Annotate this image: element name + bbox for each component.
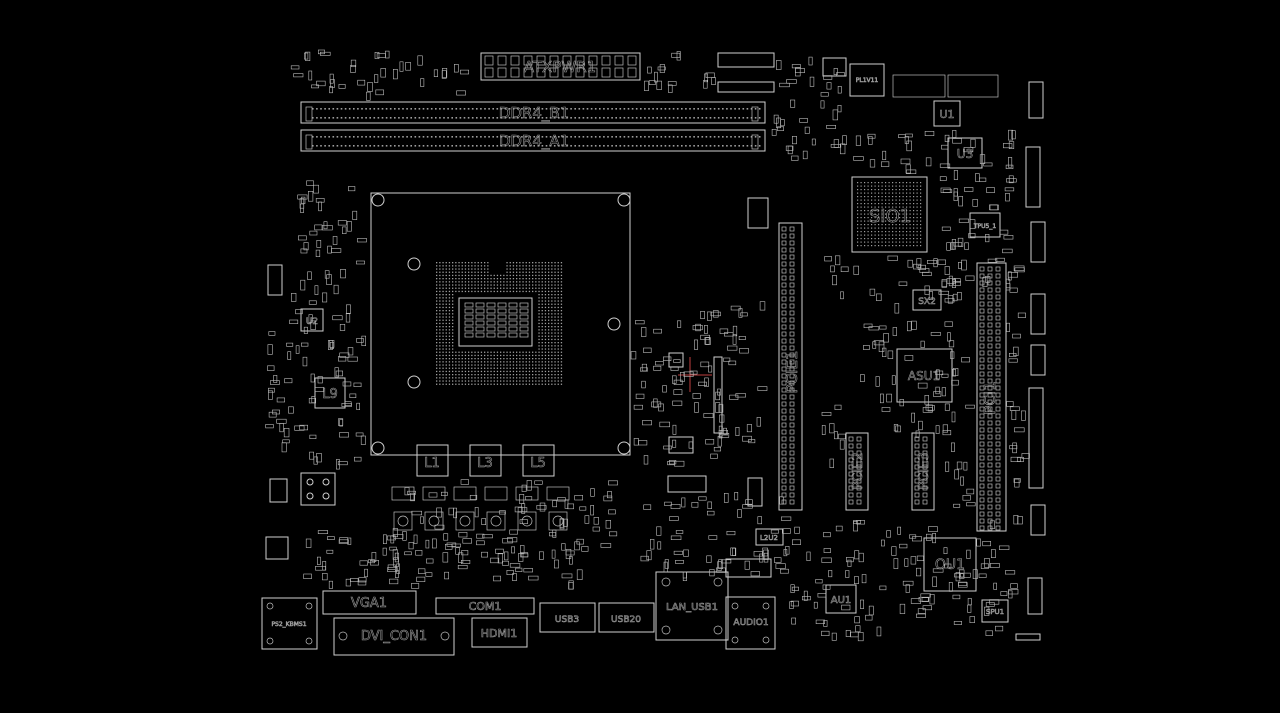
atx-power-connector[interactable]: ATXPWR1: [480, 52, 641, 81]
l9-inductor: L9: [314, 377, 346, 409]
u3-chip: U3: [947, 137, 983, 169]
ddr4-slot-b1[interactable]: DDR4_B1: [300, 101, 766, 124]
au1-label: AU1: [831, 595, 852, 606]
spu1-chip: SPU1: [981, 599, 1009, 623]
pci1-label: PCI1: [981, 381, 999, 415]
lan-usb-label: LAN_USB1: [666, 602, 718, 613]
l1-inductor: L1: [416, 444, 449, 477]
sio1-chip[interactable]: SIO1: [851, 176, 928, 253]
l9-label: L9: [322, 387, 338, 402]
l3-inductor: L3: [469, 444, 502, 477]
l1-label: L1: [424, 456, 440, 471]
lan-usb-port[interactable]: LAN_USB1: [655, 571, 729, 641]
usb3-label: USB3: [555, 615, 579, 625]
ps2-port[interactable]: PS2_KBMS1: [261, 597, 318, 650]
pci1-slot[interactable]: PCI1: [976, 262, 1007, 532]
atx-power-label: ATXPWR1: [524, 58, 596, 76]
l3-label: L3: [477, 456, 493, 471]
tpu-label: TPU5_1: [973, 223, 996, 230]
u3-label: U3: [957, 147, 973, 161]
ps2-label: PS2_KBMS1: [271, 621, 306, 628]
pcie2-label: PCIE2: [851, 452, 866, 489]
pcie2-slot[interactable]: PCIE2: [845, 432, 869, 511]
dvi-port[interactable]: DVI_CON1: [333, 617, 455, 656]
cpu-socket[interactable]: [370, 192, 631, 456]
usb20-port[interactable]: USB20: [598, 602, 655, 633]
smd-component-pads: [265, 49, 1030, 642]
l5-label: L5: [530, 456, 546, 471]
u2-label: U2: [306, 317, 318, 327]
pl1v11-component: PL1V11: [849, 63, 885, 97]
pl1v11-label: PL1V11: [856, 77, 879, 84]
sx2-component: SX2: [912, 289, 942, 311]
l2u2-label: L2U2: [760, 534, 778, 542]
vga-port[interactable]: VGA1: [322, 590, 417, 615]
pcie1-label: PCIE1: [783, 351, 801, 394]
au1-chip: AU1: [825, 584, 857, 614]
usb3-port[interactable]: USB3: [539, 602, 596, 633]
ddr4-slot-a1[interactable]: DDR4_A1: [300, 129, 766, 152]
hdmi-label: HDMI1: [481, 627, 517, 640]
l2u2-component: L2U2: [755, 528, 784, 546]
hdmi-port[interactable]: HDMI1: [471, 617, 528, 648]
audio-port[interactable]: AUDIO1: [725, 596, 776, 650]
ou1-label: OU1: [935, 557, 965, 573]
dvi-label: DVI_CON1: [361, 629, 427, 644]
sio1-label: SIO1: [869, 206, 911, 227]
ddr4-a1-label: DDR4_A1: [499, 132, 569, 151]
com-label: COM1: [469, 600, 502, 613]
ddr4-b1-label: DDR4_B1: [499, 104, 569, 123]
spu1-label: SPU1: [986, 608, 1004, 616]
u2-chip: U2: [300, 308, 324, 332]
vga-label: VGA1: [351, 596, 387, 611]
pcie1-slot[interactable]: PCIE1: [778, 222, 803, 511]
ou1-chip: OU1: [923, 537, 977, 592]
asu1-label: ASU1: [908, 369, 940, 383]
usb20-label: USB20: [611, 615, 641, 625]
l5-inductor: L5: [522, 444, 555, 477]
com-port[interactable]: COM1: [435, 597, 535, 615]
pcie3-slot[interactable]: PCIE3: [911, 432, 935, 511]
sx2-label: SX2: [918, 297, 936, 307]
u1-label: U1: [939, 108, 954, 121]
u1-chip: U1: [933, 100, 961, 127]
audio-label: AUDIO1: [733, 618, 768, 628]
asu1-chip: ASU1: [896, 348, 953, 403]
pcie3-label: PCIE3: [917, 452, 932, 489]
